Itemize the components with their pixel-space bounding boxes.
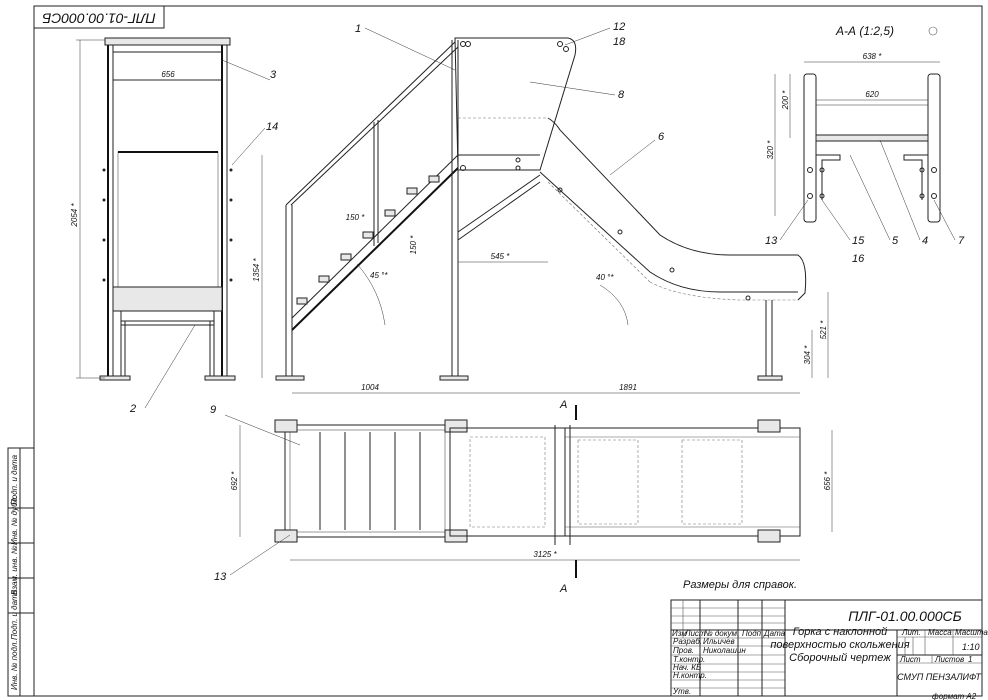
- dim-plan-width: 692 *: [230, 471, 239, 491]
- callout-3: 3: [270, 69, 277, 81]
- callout-9: 9: [210, 404, 216, 416]
- dim-stair-base: 1004: [361, 383, 379, 392]
- dim-sec-rail: 200 *: [781, 90, 790, 111]
- company-name: СМУП ПЕНЗАЛИФТ: [897, 672, 982, 682]
- dim-slide-base: 1891: [619, 383, 637, 392]
- callout-6: 6: [658, 131, 665, 143]
- row-role-5: Утв.: [672, 687, 691, 696]
- col-izm: Изм: [672, 629, 687, 638]
- callout-5: 5: [892, 235, 899, 247]
- callout-14: 14: [266, 121, 278, 133]
- dim-stair-angle: 45 °*: [370, 271, 388, 280]
- col-data: Дата: [763, 629, 786, 638]
- sheet-label: Лист: [899, 655, 921, 664]
- margin-stamp: Инв. № подл. Подп. и дата Взам. инв. № И…: [7, 447, 35, 697]
- plan-view: 692 * 3125 * 656 * А А: [230, 399, 833, 595]
- callout-1: 1: [355, 23, 361, 35]
- callout-4: 4: [922, 235, 928, 247]
- dim-stair-height: 1354 *: [252, 258, 261, 282]
- margin-label-podp-data-1: Подп. и дата: [10, 589, 19, 640]
- dim-plan-length: 3125 *: [533, 550, 557, 559]
- dim-sec-height: 320 *: [766, 140, 775, 160]
- callout-8: 8: [618, 89, 625, 101]
- col-docnum: № докум.: [704, 629, 739, 638]
- side-view: 1354 * 150 * 150 * 45 °* 40 °* 545 * 100…: [252, 37, 829, 394]
- scale-label: Масштаб: [955, 628, 988, 637]
- margin-label-vzam-inv: Взам. инв. №: [10, 545, 19, 595]
- col-podp: Подп.: [742, 629, 763, 638]
- dim-step-v: 150 *: [409, 235, 418, 255]
- sheets-value: 1: [968, 655, 972, 664]
- margin-label-inv-dubl: Инв. № дубл.: [10, 496, 19, 545]
- row-role-3: Нач. КБ: [673, 663, 701, 672]
- dim-platform-depth: 545 *: [491, 252, 511, 261]
- row-role-0: Разраб.: [673, 637, 702, 646]
- dim-step-h: 150 *: [346, 213, 366, 222]
- section-mark-bottom: А: [559, 583, 567, 595]
- sheets-label: Листов: [934, 655, 964, 664]
- dim-exit-height: 521 *: [819, 320, 828, 340]
- margin-label-inv-podl: Инв. № подл.: [10, 640, 19, 690]
- scale-value: 1:10: [962, 642, 980, 652]
- title-name-1: Горка с наклонной: [793, 626, 888, 638]
- dim-slide-angle: 40 °*: [596, 273, 614, 282]
- callout-16: 16: [852, 253, 865, 265]
- margin-label-podp-data-2: Подп. и дата: [10, 454, 19, 505]
- dim-front-width: 656: [161, 70, 175, 79]
- callouts: 1 12 18 8 6 3 14 2 9 13 13 15 16 5 4 7: [129, 21, 965, 583]
- rotated-code: ПЛГ-01.00.000СБ: [42, 10, 156, 26]
- col-list: Лист: [684, 629, 706, 638]
- dim-support-height: 304 *: [803, 345, 812, 365]
- row-role-2: Т.контр.: [673, 655, 705, 664]
- callout-13-plan: 13: [214, 571, 227, 583]
- format-label: формат А2: [932, 692, 977, 700]
- row-role-4: Н.контр.: [673, 671, 707, 680]
- sheet-frame: [33, 5, 983, 697]
- lit-label: Лит.: [901, 628, 921, 637]
- row-role-1: Пров.: [673, 646, 694, 655]
- callout-18: 18: [613, 36, 626, 48]
- section-view: А-А (1:2,5) 638 * 620 200 * 320 *: [766, 24, 941, 223]
- dim-sec-inner: 620: [865, 90, 879, 99]
- reference-note: Размеры для справок.: [683, 579, 797, 591]
- callout-2: 2: [129, 403, 136, 415]
- callout-13-section: 13: [765, 235, 778, 247]
- section-title: А-А (1:2,5): [835, 24, 894, 38]
- title-block: ПЛГ-01.00.000СБ Горка с наклонной поверх…: [670, 599, 988, 700]
- rotated-code-box: ПЛГ-01.00.000СБ: [33, 5, 165, 29]
- dim-front-height: 2054 *: [70, 203, 79, 228]
- title-designation: ПЛГ-01.00.000СБ: [848, 608, 962, 624]
- row-name-1: Николашин: [703, 646, 746, 655]
- callout-12: 12: [613, 21, 625, 33]
- dim-plan-inner-width: 656 *: [823, 471, 832, 491]
- title-name-2: поверхностью скольжения: [770, 639, 909, 651]
- title-name-3: Сборочный чертеж: [789, 652, 891, 664]
- mass-label: Масса: [928, 628, 952, 637]
- dim-sec-outer: 638 *: [863, 52, 883, 61]
- section-mark-top: А: [559, 399, 567, 411]
- callout-15: 15: [852, 235, 865, 247]
- callout-7: 7: [958, 235, 965, 247]
- front-view: 656 2054 *: [70, 37, 236, 381]
- row-name-0: Ильичев: [703, 637, 735, 646]
